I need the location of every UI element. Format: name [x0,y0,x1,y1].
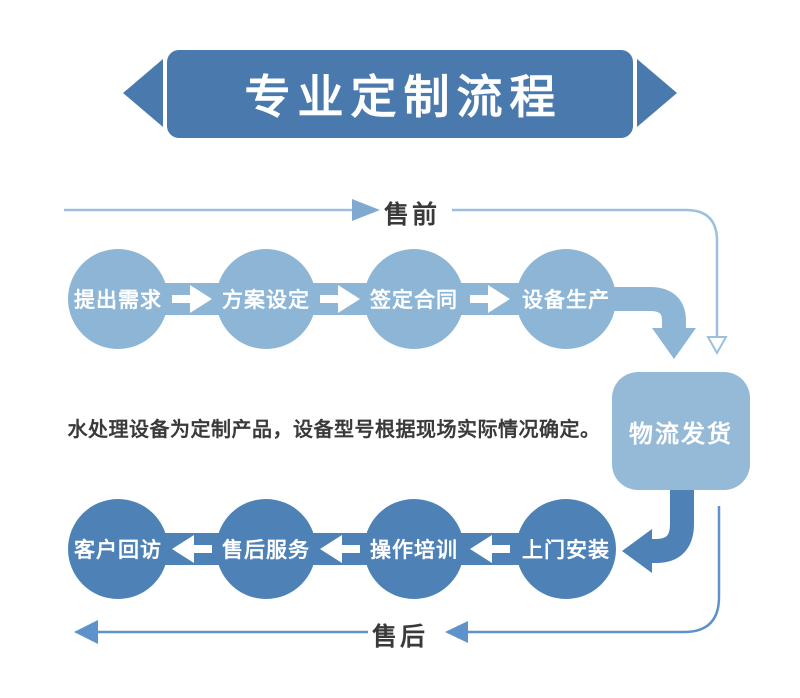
step-label: 方案设定 [222,289,310,312]
presale-label: 售前 [383,201,440,229]
customization-note: 水处理设备为定制产品，设备型号根据现场实际情况确定。 [67,419,601,441]
step-sign-contract: 签定合同 [364,249,464,349]
aftersale-line-right-curve [468,506,721,634]
logistics-shipping-box: 物流发货 [612,372,750,490]
left-arrow-icon [470,535,510,563]
step-onsite-installation: 上门安装 [516,499,616,599]
banner-right-point-icon [637,59,677,127]
step-label: 上门安装 [522,539,610,562]
step-equipment-production: 设备生产 [516,249,616,349]
step-label: 售后服务 [222,539,310,562]
aftersale-mid-arrowhead-icon [445,621,468,643]
right-arrow-icon [470,285,510,313]
banner-left-point-icon [123,59,163,127]
logistics-to-install-arrow [652,488,694,563]
presale-right-arrowhead-icon [352,199,380,221]
aftersale-label: 售后 [371,623,428,651]
logistics-label: 物流发货 [629,420,733,448]
step-label: 客户回访 [74,539,162,562]
right-arrow-icon [172,285,212,313]
step-aftersale-service: 售后服务 [216,499,316,599]
production-to-logistics-arrow [610,287,686,330]
step-propose-requirements: 提出需求 [68,249,168,349]
page-title: 专业定制流程 [244,71,563,123]
logistics-to-install-arrowhead-icon [622,529,652,573]
presale-line-right-curve [452,208,719,336]
step-label: 操作培训 [370,539,458,562]
production-to-logistics-arrowhead-icon [652,328,696,359]
left-arrow-icon [320,535,360,563]
aftersale-end-arrowhead-icon [74,620,98,644]
right-arrow-icon [320,285,360,313]
title-banner: 专业定制流程 [167,50,633,138]
down-chevron-icon [706,336,728,356]
step-label: 设备生产 [522,289,610,312]
step-plan-design: 方案设定 [216,249,316,349]
step-customer-followup: 客户回访 [68,499,168,599]
step-operation-training: 操作培训 [364,499,464,599]
left-arrow-icon [172,535,212,563]
step-label: 签定合同 [370,289,458,312]
step-label: 提出需求 [74,289,162,312]
